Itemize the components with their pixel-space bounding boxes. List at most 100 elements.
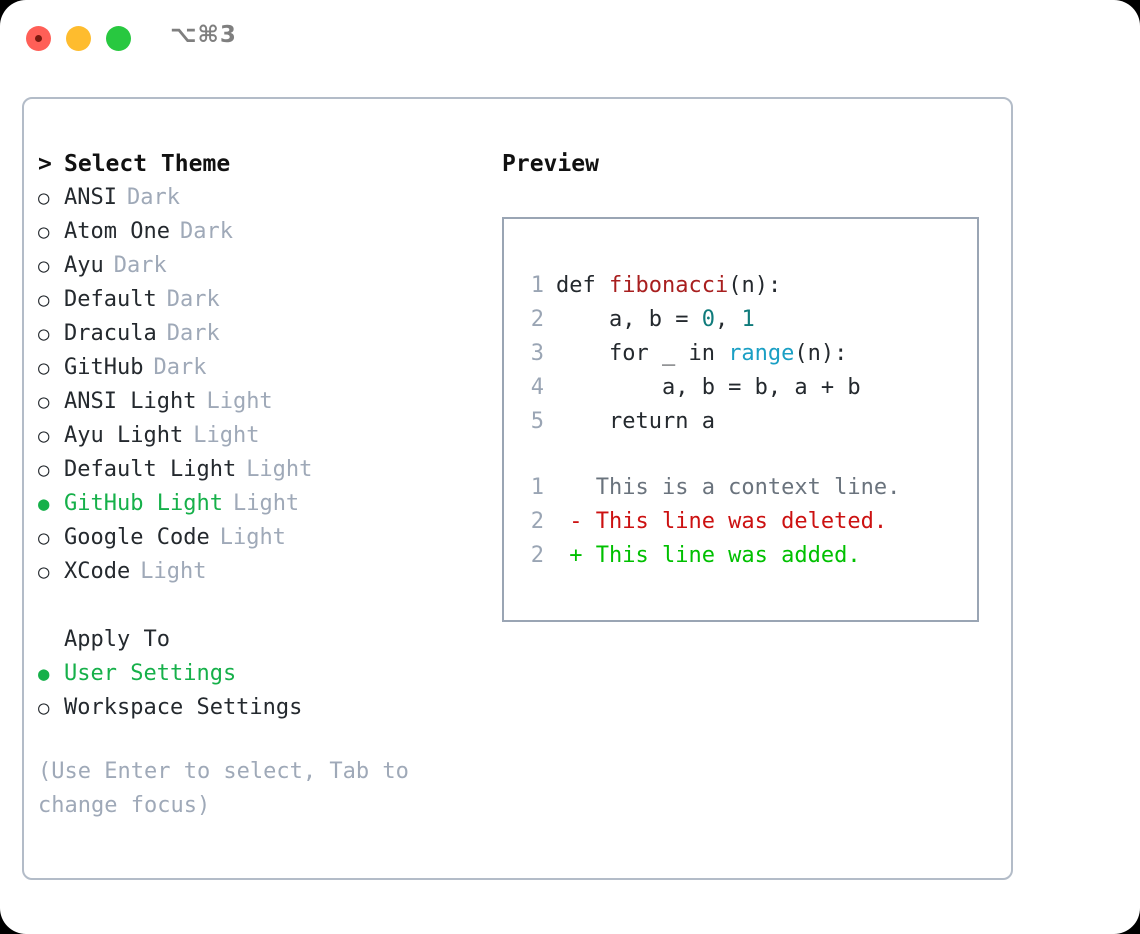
theme-option-label: ANSI Light [64, 389, 197, 414]
code-line: 3 for _ in range(n): [518, 337, 971, 371]
code-token-plain: a, b = b, a + b [556, 375, 861, 400]
code-token-plain: for _ in [556, 341, 729, 366]
code-token-call: range [728, 341, 795, 366]
radio-unselected-icon: ○ [38, 357, 50, 379]
keyboard-hint: (Use Enter to select, Tab to change focu… [38, 759, 409, 818]
radio-unselected-icon: ○ [38, 221, 50, 243]
line-number: 5 [530, 409, 544, 434]
apply-to-list: ●User Settings○Workspace Settings [38, 657, 478, 725]
theme-option-label: Ayu Light [64, 423, 184, 448]
theme-option-google-code[interactable]: ○ Google Code Light [38, 521, 478, 555]
theme-option-label: Default Light [64, 457, 237, 482]
theme-option-label: Default [64, 287, 157, 312]
theme-option-label: Google Code [64, 525, 210, 550]
diff-line-add: 2 + This line was added. [518, 539, 971, 573]
theme-option-kind-badge: Dark [113, 253, 167, 278]
code-line-text: for _ in range(n): [556, 337, 847, 371]
theme-option-label: Atom One [64, 219, 170, 244]
code-token-fn: fibonacci [608, 273, 729, 298]
code-line-text: a, b = 0, 1 [556, 303, 755, 337]
theme-option-label: Dracula [64, 321, 157, 346]
theme-option-xcode[interactable]: ○ XCode Light [38, 555, 478, 589]
theme-option-ayu-light[interactable]: ○ Ayu Light Light [38, 419, 478, 453]
diff-line-text: This is a context line. [556, 475, 901, 500]
code-line-text: def fibonacci(n): [556, 269, 781, 303]
preview-title: Preview [502, 151, 599, 177]
radio-unselected-icon: ○ [38, 697, 50, 719]
code-token-plain: , [714, 307, 742, 332]
code-token-num: 1 [741, 307, 755, 332]
radio-unselected-icon: ○ [38, 391, 50, 413]
theme-option-label: GitHub Light [64, 491, 223, 516]
apply-to-bullet-placeholder: ○ [38, 623, 64, 657]
line-number: 2 [530, 307, 544, 332]
line-number: 4 [530, 375, 544, 400]
theme-option-kind-badge: Dark [153, 355, 207, 380]
keyboard-shortcut-label: ⌥⌘3 [170, 22, 237, 48]
line-number: 2 [530, 543, 544, 568]
radio-unselected-icon: ○ [38, 289, 50, 311]
radio-selected-icon: ● [38, 493, 50, 515]
code-line: 2 a, b = 0, 1 [518, 303, 971, 337]
theme-option-default-light[interactable]: ○ Default Light Light [38, 453, 478, 487]
theme-option-default[interactable]: ○ Default Dark [38, 283, 478, 317]
list-spacer [38, 589, 478, 623]
apply-to-header: ○ Apply To [38, 623, 478, 657]
minimize-window-button[interactable] [66, 26, 91, 51]
theme-option-kind-badge: Light [246, 457, 313, 482]
caret-icon: > [38, 151, 52, 177]
diff-lines: 1 This is a context line.2 - This line w… [518, 471, 971, 573]
apply-to-option-user-settings[interactable]: ●User Settings [38, 657, 478, 691]
theme-option-ansi-light[interactable]: ○ ANSI Light Light [38, 385, 478, 419]
code-token-plain: return a [556, 409, 715, 434]
diff-line-ctx: 1 This is a context line. [518, 471, 971, 505]
theme-option-kind-badge: Dark [179, 219, 233, 244]
select-theme-title: Select Theme [64, 151, 231, 177]
theme-option-kind-badge: Dark [126, 185, 180, 210]
theme-option-kind-badge: Light [206, 389, 273, 414]
radio-unselected-icon: ○ [38, 527, 50, 549]
code-token-plain: (n): [794, 341, 848, 366]
apply-to-title: Apply To [64, 627, 170, 652]
line-number: 2 [530, 509, 544, 534]
diff-line-text: + This line was added. [556, 543, 861, 568]
theme-option-kind-badge: Dark [166, 287, 220, 312]
theme-option-kind-badge: Dark [166, 321, 220, 346]
code-diff-gap [518, 439, 971, 471]
code-token-plain: a, b = [556, 307, 702, 332]
code-line: 4 a, b = b, a + b [518, 371, 971, 405]
apply-to-option-workspace-settings[interactable]: ○Workspace Settings [38, 691, 478, 725]
radio-unselected-icon: ○ [38, 561, 50, 583]
code-token-plain: (n): [728, 273, 782, 298]
theme-option-label: XCode [64, 559, 131, 584]
radio-unselected-icon: ○ [38, 425, 50, 447]
theme-option-atom-one[interactable]: ○ Atom One Dark [38, 215, 478, 249]
maximize-window-button[interactable] [106, 26, 131, 51]
line-number: 1 [530, 273, 544, 298]
diff-line-del: 2 - This line was deleted. [518, 505, 971, 539]
close-window-button[interactable] [26, 26, 51, 51]
line-number: 1 [530, 475, 544, 500]
code-line: 5 return a [518, 405, 971, 439]
radio-unselected-icon: ○ [38, 187, 50, 209]
code-token-plain: def [556, 273, 609, 298]
theme-option-label: Ayu [64, 253, 104, 278]
theme-option-kind-badge: Light [193, 423, 260, 448]
diff-line-text: - This line was deleted. [556, 509, 888, 534]
radio-unselected-icon: ○ [38, 459, 50, 481]
code-line-text: a, b = b, a + b [556, 371, 861, 405]
theme-option-kind-badge: Light [219, 525, 286, 550]
theme-option-kind-badge: Light [140, 559, 207, 584]
